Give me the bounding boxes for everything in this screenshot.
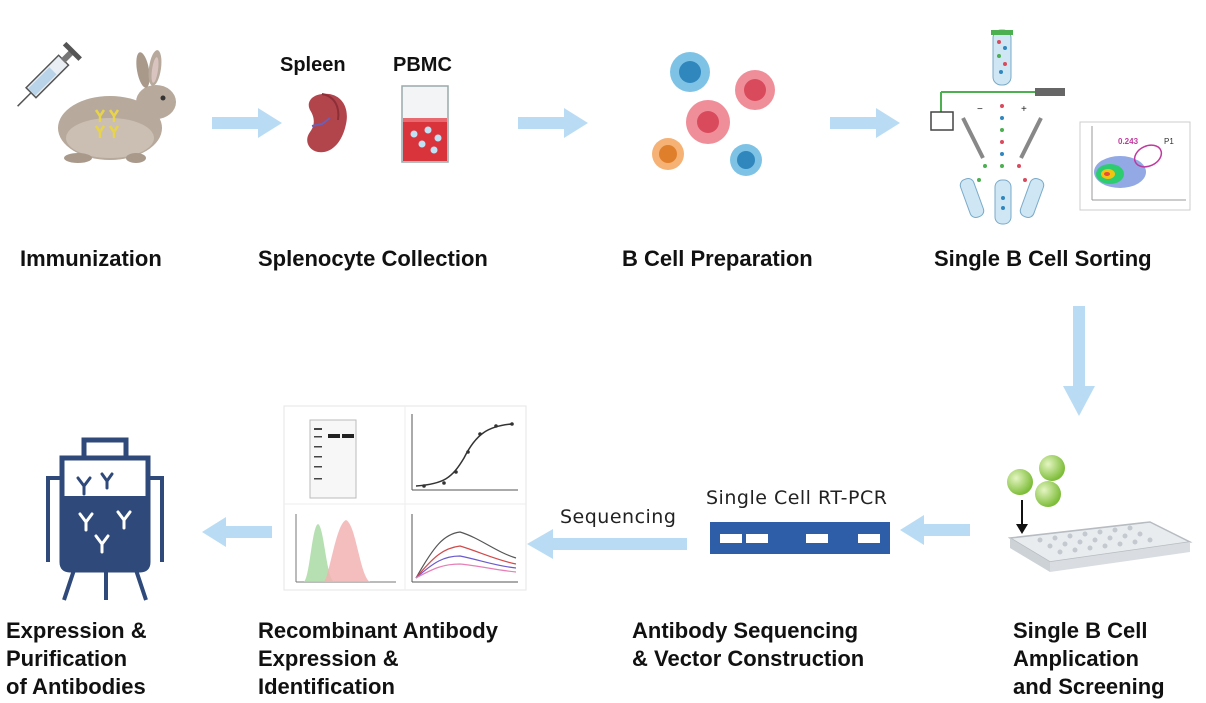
stage-label-antibody-sequencing-line2: & Vector Construction	[632, 646, 865, 671]
stage-label-antibody-sequencing: Antibody Sequencing & Vector Constructio…	[632, 617, 864, 673]
stage-label-single-b-cell-sorting: Single B Cell Sorting	[934, 246, 1152, 271]
pbmc-label: PBMC	[393, 54, 452, 76]
stage-label-amplification-line1: Single B Cell	[1013, 618, 1148, 643]
stage-label-amplification: Single B Cell Amplication and Screening	[1013, 617, 1165, 701]
stage-label-recombinant-antibody: Recombinant Antibody Expression & Identi…	[258, 617, 498, 701]
flow-arrow-right-3	[830, 108, 900, 138]
flow-arrow-right-2	[518, 108, 588, 138]
facs-value-text: 0.243	[1118, 137, 1139, 146]
stage-label-b-cell-preparation: B Cell Preparation	[622, 246, 813, 271]
stage-label-amplification-line3: and Screening	[1013, 674, 1165, 699]
b-cells-illustration	[652, 52, 775, 176]
stage-label-purification-line3: of Antibodies	[6, 674, 146, 699]
stage-label-antibody-sequencing-line1: Antibody Sequencing	[632, 618, 859, 643]
sequencing-label: Sequencing	[560, 506, 677, 528]
stage-label-splenocyte-collection: Splenocyte Collection	[258, 246, 488, 271]
spleen-label: Spleen	[280, 54, 346, 76]
svg-text:+: +	[1021, 104, 1027, 115]
facs-gate-text: P1	[1164, 137, 1174, 146]
flow-arrow-left-2	[527, 529, 687, 559]
pcr-gel-icon	[710, 522, 890, 554]
rabbit-syringe-illustration	[17, 41, 176, 163]
recombinant-results-panel	[283, 405, 527, 591]
svg-text:−: −	[977, 104, 983, 115]
stage-label-purification: Expression & Purification of Antibodies	[6, 617, 147, 701]
stage-label-recombinant-line1: Recombinant Antibody	[258, 618, 498, 643]
pbmc-tube-icon	[401, 85, 449, 163]
stage-label-amplification-line2: Amplication	[1013, 646, 1139, 671]
rt-pcr-label: Single Cell RT-PCR	[706, 487, 888, 509]
flow-arrow-down	[1063, 306, 1095, 416]
spleen-icon	[307, 93, 347, 153]
flow-arrow-right-1	[212, 108, 282, 138]
flow-arrow-left-1	[900, 515, 970, 545]
stage-label-purification-line2: Purification	[6, 646, 128, 671]
flow-arrow-left-3	[202, 517, 272, 547]
bioreactor-illustration	[46, 437, 164, 601]
stage-label-immunization: Immunization	[20, 246, 162, 271]
well-plate-illustration	[1007, 455, 1193, 572]
stage-label-purification-line1: Expression &	[6, 618, 147, 643]
facs-plot-icon: 0.243 P1	[1079, 121, 1191, 211]
stage-label-recombinant-line3: Identification	[258, 674, 395, 699]
cell-sorter-illustration: − +	[930, 29, 1065, 225]
stage-label-recombinant-line2: Expression &	[258, 646, 399, 671]
